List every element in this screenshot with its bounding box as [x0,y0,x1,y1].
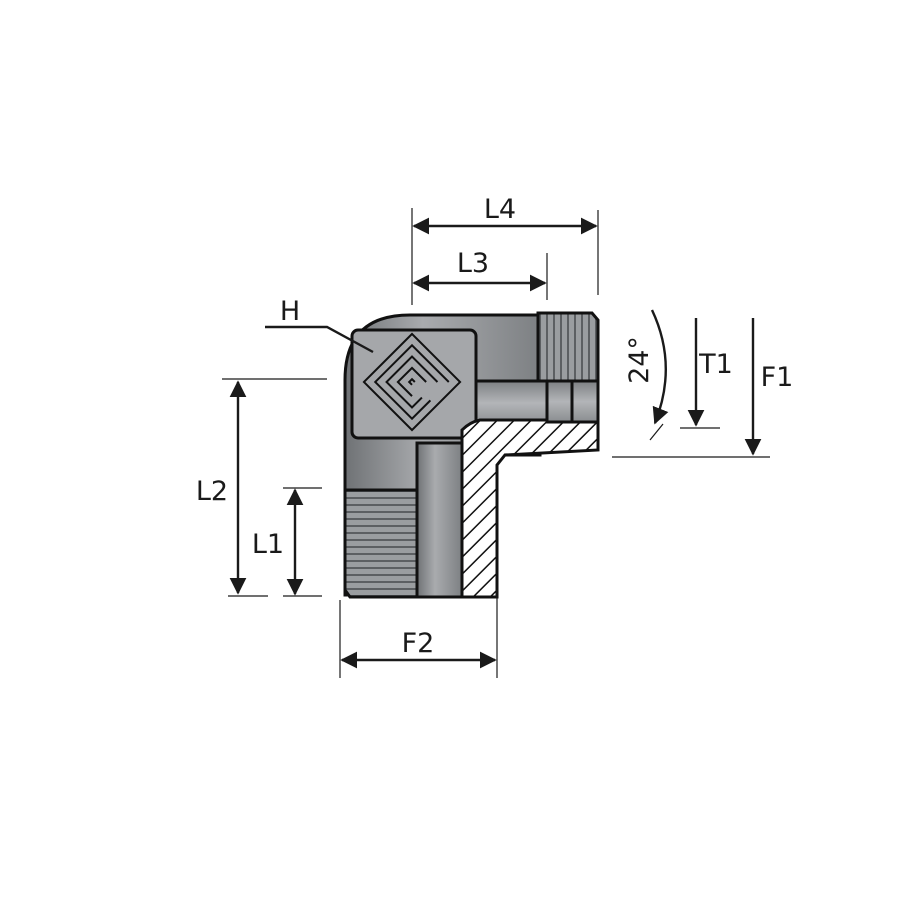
dim-L1: L1 [252,487,322,597]
label-H: H [280,296,300,327]
dim-H: H [265,296,374,354]
label-L4: L4 [484,194,516,225]
label-angle: 24° [624,336,655,384]
dim-L3: L3 [412,248,548,300]
dim-F1: F1 [612,318,794,458]
nut [536,311,600,424]
logo-icon [362,332,462,432]
label-L3: L3 [457,248,489,279]
elbow-body [343,311,600,599]
label-F1: F1 [761,362,794,393]
dim-T1: T1 [680,318,733,429]
male-thread [343,488,419,599]
dim-L4: L4 [411,194,599,305]
dim-angle: 24° [624,309,669,441]
dim-F2: F2 [339,590,498,678]
flat-face [350,328,478,440]
label-T1: T1 [698,349,733,380]
dim-L2: L2 [196,378,327,597]
label-L2: L2 [196,476,228,507]
label-F2: F2 [402,628,435,659]
section-hatch [460,418,600,599]
label-L1: L1 [252,529,284,560]
